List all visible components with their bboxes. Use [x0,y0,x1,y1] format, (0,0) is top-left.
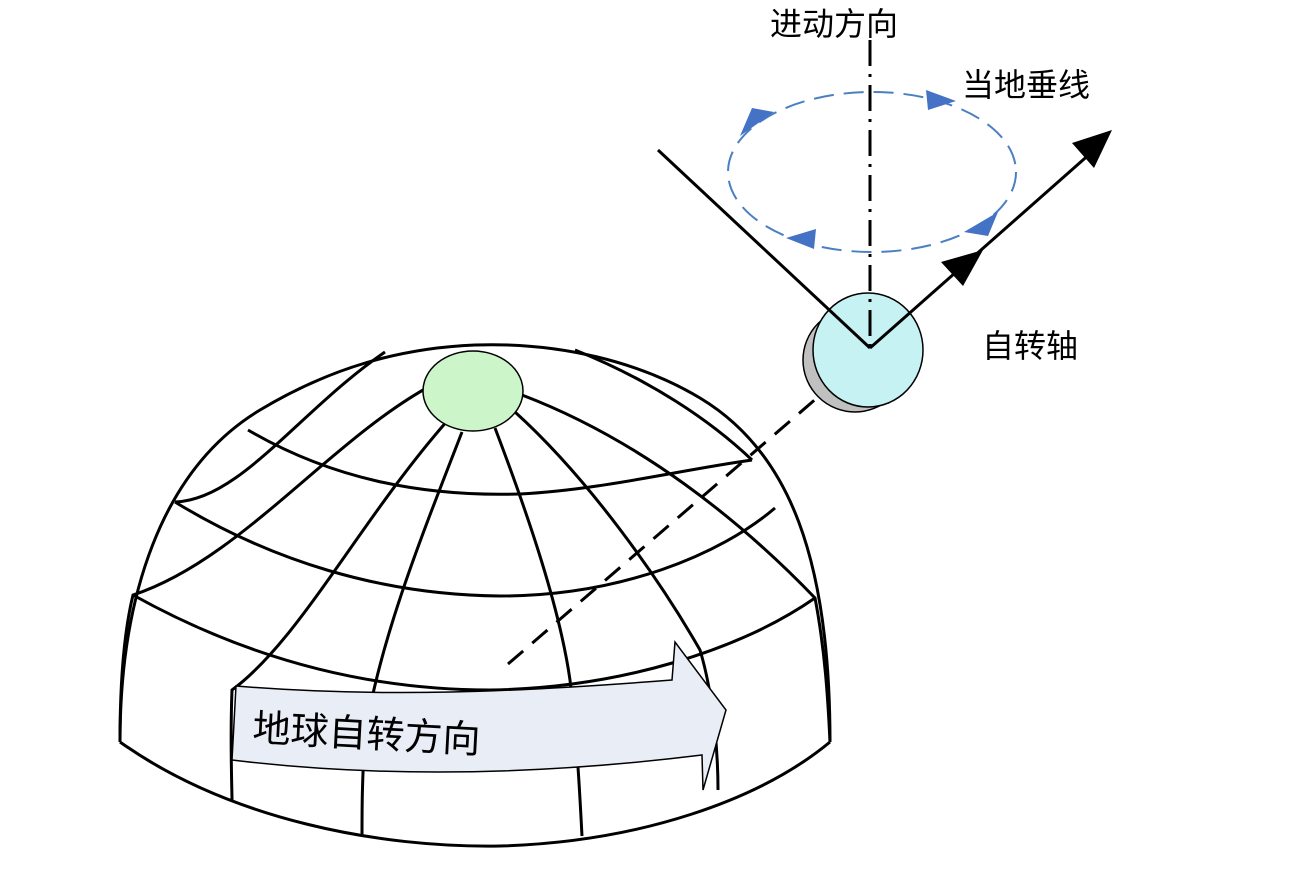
meridian-7 [521,393,832,743]
meridian-3 [229,419,450,801]
meridian-2 [118,383,433,743]
hemisphere-base-rim [119,740,831,848]
polar-cap [422,350,524,432]
earth-rotation-arrow [231,639,727,791]
spin-axis-arrow [869,130,1112,350]
precession-arrowhead-bottom-left [786,229,816,249]
gyroscope [802,292,924,413]
precession-arrowhead-top-left [740,108,774,136]
latitude-line-3 [132,593,816,692]
hemisphere-outline [118,343,832,743]
earth-hemisphere [118,343,832,848]
spin-axis-arrowhead-mid [941,250,983,286]
earth-to-gyro-dashed-line [507,383,833,666]
meridian-8 [574,348,754,462]
precession-arrowhead-bottom-right [964,212,998,236]
meridian-1 [174,350,386,504]
meridian-5 [493,427,584,837]
precession-cone-left [656,148,872,350]
spin-axis-arrowhead-tip [1072,130,1112,168]
spin-axis-label: 自转轴 [982,327,1078,365]
precession-arrowhead-top-right [926,90,956,110]
local-vertical-label: 当地垂线 [962,66,1090,104]
precession-direction-label: 进动方向 [770,5,898,43]
latitude-line-2 [174,500,776,598]
precession-path [727,91,1017,253]
spin-axis-line [869,150,1093,350]
